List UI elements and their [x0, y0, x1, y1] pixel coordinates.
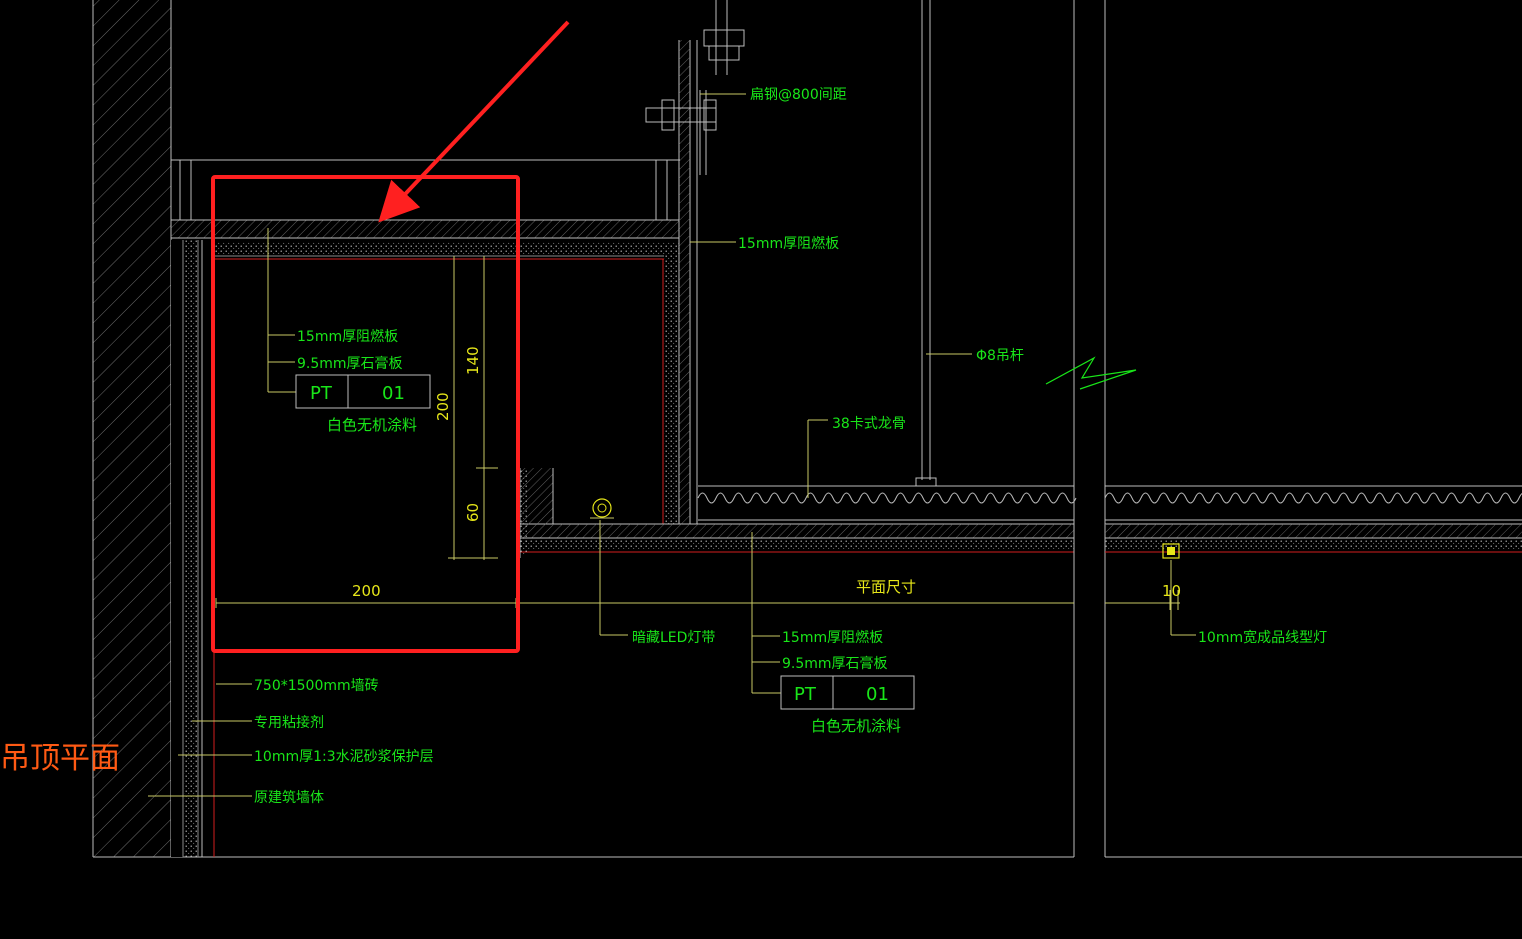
- highlight-annotation: [211, 20, 570, 653]
- linear-light-symbol: [1162, 543, 1180, 559]
- original-wall: [92, 0, 1074, 858]
- label-adhesive: 专用粘接剂: [254, 714, 324, 731]
- callout-left-finish: 白色无机涂料: [327, 416, 417, 434]
- label-hanger-rod: Φ8吊杆: [976, 348, 1024, 364]
- label-original-wall: 原建筑墙体: [254, 790, 324, 806]
- dim-140: 140: [464, 346, 482, 375]
- leader-lines: [148, 93, 1196, 797]
- dim-200-vertical: 200: [434, 392, 452, 421]
- hanger-rod: [915, 0, 937, 487]
- callout-left-tag-num: 01: [382, 383, 405, 404]
- break-symbol: [1045, 356, 1137, 390]
- label-led-strip: 暗藏LED灯带: [632, 630, 715, 646]
- label-plan-dim: 平面尺寸: [856, 578, 916, 596]
- dim-200-horizontal: 200: [352, 582, 381, 600]
- drawing-title-fragment: 吊顶平面: [0, 741, 120, 776]
- finish-tag-left: [295, 374, 431, 409]
- bolt-assembly: [645, 0, 745, 175]
- label-board-15-right: 15mm厚阻燃板: [738, 235, 839, 252]
- label-mortar-layer: 10mm厚1:3水泥砂浆保护层: [254, 749, 434, 765]
- callout-right-tag-num: 01: [866, 684, 889, 705]
- callout-left-line2: 9.5mm厚石膏板: [297, 355, 403, 372]
- finish-tag-right: [780, 675, 915, 710]
- callout-right-tag-code: PT: [794, 684, 817, 705]
- ceiling-box: [171, 40, 1074, 558]
- label-keel: 38卡式龙骨: [832, 416, 906, 432]
- callout-left-line1: 15mm厚阻燃板: [297, 328, 398, 345]
- wall-finish-layers: [171, 240, 215, 857]
- label-bolt-spacing: 扁钢@800间距: [750, 87, 847, 103]
- led-strip-symbol: [590, 498, 614, 519]
- ceiling-right: [1073, 0, 1522, 858]
- label-wall-tile: 750*1500mm墙砖: [254, 678, 379, 694]
- callout-left-tag-code: PT: [310, 383, 333, 404]
- keel-profile: [697, 485, 1522, 521]
- dim-60: 60: [464, 503, 482, 522]
- callout-right-finish: 白色无机涂料: [811, 717, 901, 735]
- dimension-lines: [215, 256, 1180, 610]
- callout-right-line2: 9.5mm厚石膏板: [782, 655, 888, 672]
- highlight-arrow: [378, 20, 570, 223]
- dim-10: 10: [1162, 582, 1181, 600]
- label-linear-light: 10mm宽成品线型灯: [1198, 629, 1327, 646]
- callout-right-line1: 15mm厚阻燃板: [782, 629, 883, 646]
